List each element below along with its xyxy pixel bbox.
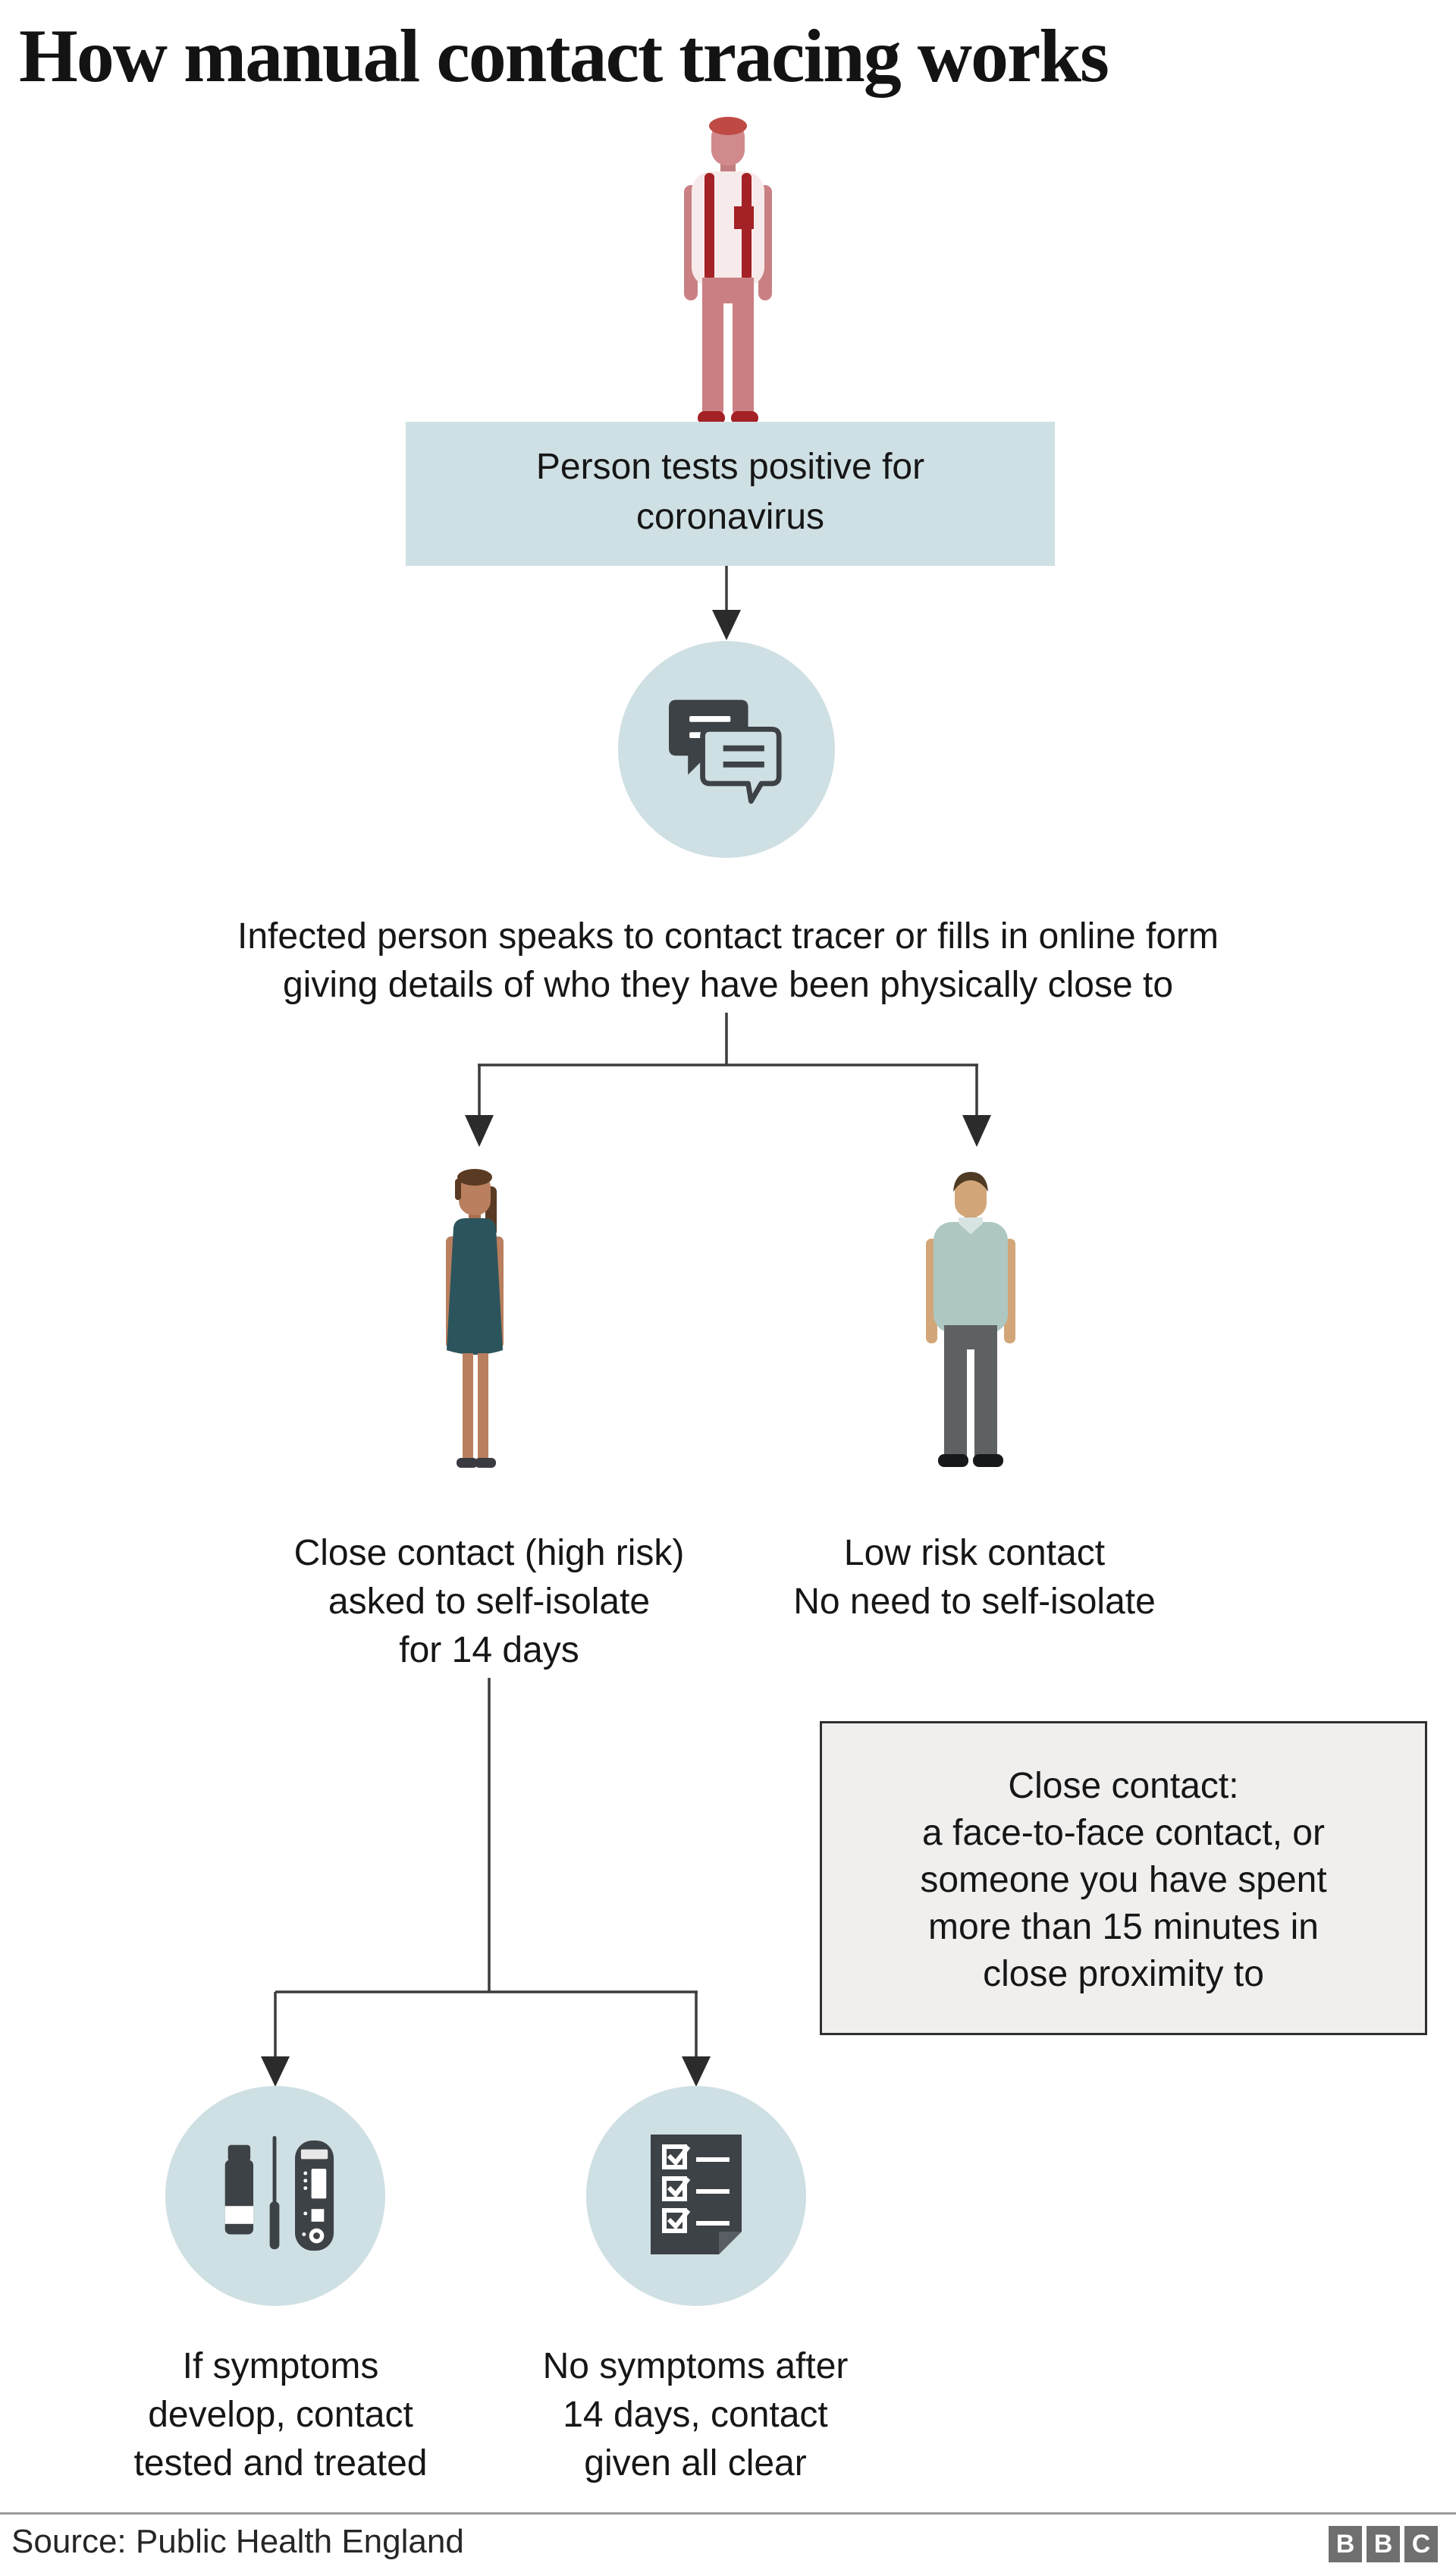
symptoms-label: If symptoms develop, contact tested and … [49,2342,512,2488]
test-kit-badge [165,2086,385,2306]
symptoms-line: develop, contact [148,2395,413,2435]
arrowhead-down-icon [465,1115,494,1147]
arrowhead-down-icon [962,1115,991,1147]
high-risk-line: for 14 days [399,1630,579,1670]
definition-line: Close contact: [1008,1766,1239,1806]
positive-test-line: Person tests positive for [535,447,925,487]
close-contact-definition-box: Close contact: a face-to-face contact, o… [820,1721,1427,2035]
high-risk-label: Close contact (high risk) asked to self-… [224,1529,755,1675]
footer-divider [0,2512,1456,2515]
all-clear-line: No symptoms after [542,2346,849,2386]
high-risk-line: asked to self-isolate [328,1582,651,1622]
checklist-icon [650,2135,742,2254]
definition-line: close proximity to [983,1954,1264,1994]
covid-test-kit-icon [224,2135,334,2251]
bbc-logo: B B C [1329,2526,1438,2562]
all-clear-label: No symptoms after 14 days, contact given… [464,2342,927,2488]
contact-tracer-chat-badge [618,641,835,858]
tracer-description: Infected person speaks to contact tracer… [0,913,1456,1010]
definition-line: someone you have spent [920,1860,1327,1900]
arrowhead-down-icon [712,610,741,640]
low-risk-person-figure [883,1169,1058,1481]
symptoms-line: If symptoms [182,2346,379,2386]
arrowhead-down-icon [261,2056,290,2087]
positive-test-line: coronavirus [635,497,825,537]
bbc-logo-block: B [1367,2526,1400,2562]
tracer-description-line: giving details of who they have been phy… [282,965,1174,1005]
symptoms-line: tested and treated [133,2443,428,2483]
page-title: How manual contact tracing works [19,14,1109,98]
high-risk-line: Close contact (high risk) [293,1533,685,1573]
all-clear-line: 14 days, contact [563,2395,828,2435]
tracer-description-line: Infected person speaks to contact tracer… [237,916,1219,957]
positive-test-box: Person tests positive for coronavirus [406,422,1055,566]
low-risk-line: Low risk contact [843,1533,1106,1573]
arrowhead-down-icon [682,2056,711,2087]
bbc-logo-block: B [1329,2526,1362,2562]
definition-line: more than 15 minutes in [928,1907,1319,1947]
source-credit: Source: Public Health England [11,2523,464,2560]
definition-line: a face-to-face contact, or [922,1813,1325,1853]
low-risk-line: No need to self-isolate [793,1582,1156,1622]
all-clear-line: given all clear [584,2443,807,2483]
infected-person-figure [645,112,811,438]
bbc-logo-block: C [1404,2526,1438,2562]
close-contact-person-figure [381,1164,570,1482]
chat-bubbles-icon [669,699,782,804]
all-clear-checklist-badge [586,2086,806,2306]
low-risk-label: Low risk contact No need to self-isolate [709,1529,1240,1626]
